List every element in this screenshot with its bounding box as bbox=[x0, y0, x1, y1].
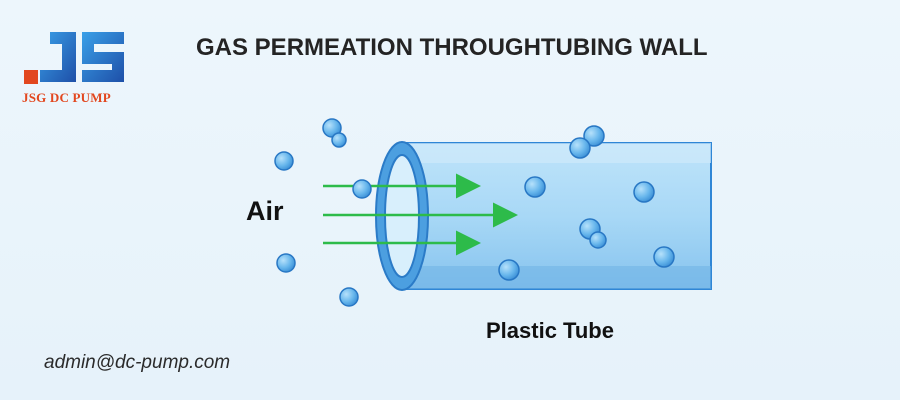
page-title: GAS PERMEATION THROUGHTUBING WALL bbox=[196, 34, 708, 61]
gas-molecules bbox=[274, 118, 675, 307]
gas-bubble bbox=[274, 151, 294, 171]
gas-bubble bbox=[583, 125, 605, 147]
gas-bubble bbox=[352, 179, 372, 199]
gas-bubble bbox=[589, 231, 607, 249]
gas-bubble bbox=[276, 253, 296, 273]
gas-bubble bbox=[331, 132, 347, 148]
gas-bubble bbox=[569, 137, 591, 159]
logo-text: JSG DC PUMP bbox=[22, 90, 111, 105]
air-flow-arrows bbox=[323, 173, 518, 256]
plastic-tube-label: Plastic Tube bbox=[486, 318, 614, 343]
gas-bubble bbox=[524, 176, 546, 198]
air-label: Air bbox=[246, 196, 284, 226]
gas-bubble bbox=[498, 259, 520, 281]
logo-icon bbox=[24, 32, 124, 84]
gas-bubble bbox=[653, 246, 675, 268]
gas-bubble bbox=[339, 287, 359, 307]
contact-email: admin@dc-pump.com bbox=[44, 352, 231, 373]
gas-bubble bbox=[633, 181, 655, 203]
